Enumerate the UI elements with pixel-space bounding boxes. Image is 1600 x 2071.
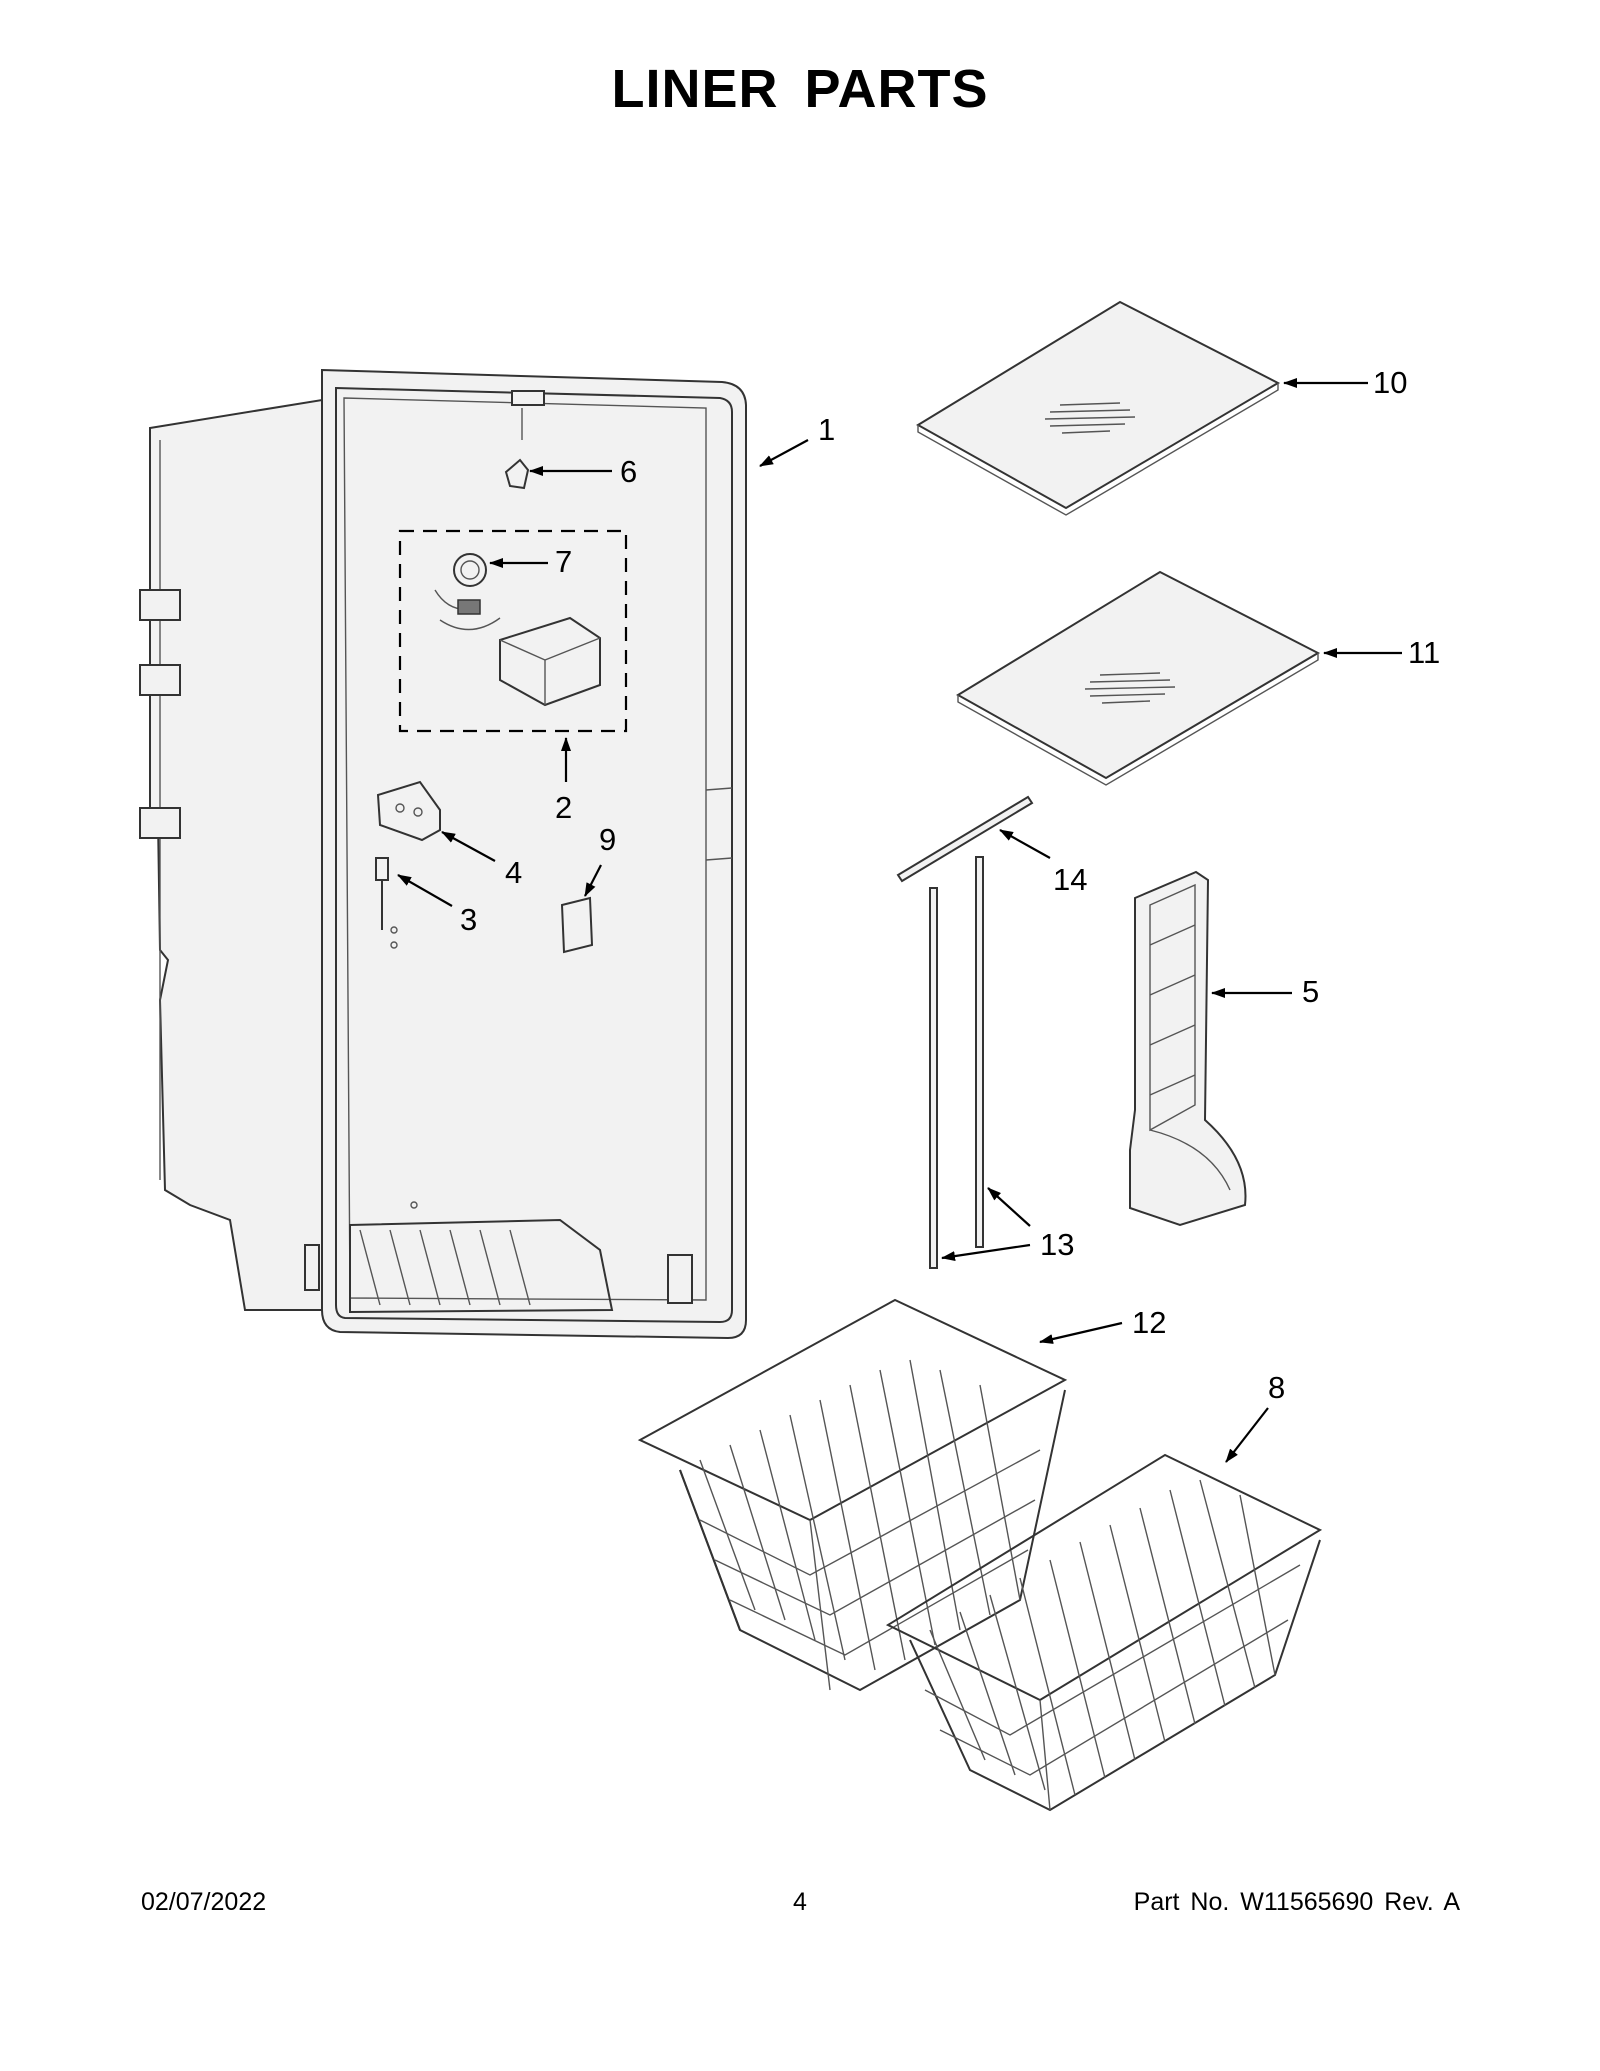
callout-12: 12 [1132,1305,1166,1340]
part-9-drawing [560,896,594,954]
callout-14: 14 [1053,862,1087,897]
liner-cabinet-drawing [139,368,747,1340]
callout-9: 9 [599,822,616,857]
part-5-drawing [1129,870,1247,1227]
footer-part-info: Part No. W11565690 Rev. A [1133,1888,1460,1916]
callout-labels: 1 2 3 4 5 6 7 8 9 10 11 12 13 14 [460,365,1440,1405]
part-10-shelf-drawing [916,300,1281,516]
part-3-drawing [375,857,398,949]
callout-8: 8 [1268,1370,1285,1405]
callout-7: 7 [555,544,572,579]
leader-8 [1225,1407,1269,1463]
callout-10: 10 [1373,365,1407,400]
part-2-assembly-drawing [398,529,628,733]
part-13-drawing [929,856,984,1269]
part-12-basket-drawing [637,1298,1068,1692]
part-11-shelf-drawing [956,570,1321,786]
part-6-drawing [504,458,530,490]
leader-14 [999,829,1051,859]
page-title: LINER PARTS [611,59,989,119]
footer-date: 02/07/2022 [141,1888,267,1916]
leader-9 [584,864,602,897]
callout-5: 5 [1302,974,1319,1009]
leader-arrows [397,378,1402,1463]
callout-13: 13 [1040,1227,1074,1262]
leader-12 [1039,1321,1123,1344]
part-4-drawing [376,780,441,842]
callout-6: 6 [620,454,637,489]
callout-4: 4 [505,855,522,890]
callout-11: 11 [1408,635,1440,670]
leader-1 [759,439,809,467]
leader-13a [987,1187,1031,1227]
leader-3 [397,874,453,907]
part-8-basket-drawing [885,1453,1323,1812]
callout-1: 1 [818,412,835,447]
callout-3: 3 [460,902,477,937]
callout-2: 2 [555,790,572,825]
leader-4 [441,831,496,862]
footer-page-number: 4 [793,1888,807,1916]
leader-13b [941,1243,1031,1262]
part-14-drawing [896,795,1034,883]
